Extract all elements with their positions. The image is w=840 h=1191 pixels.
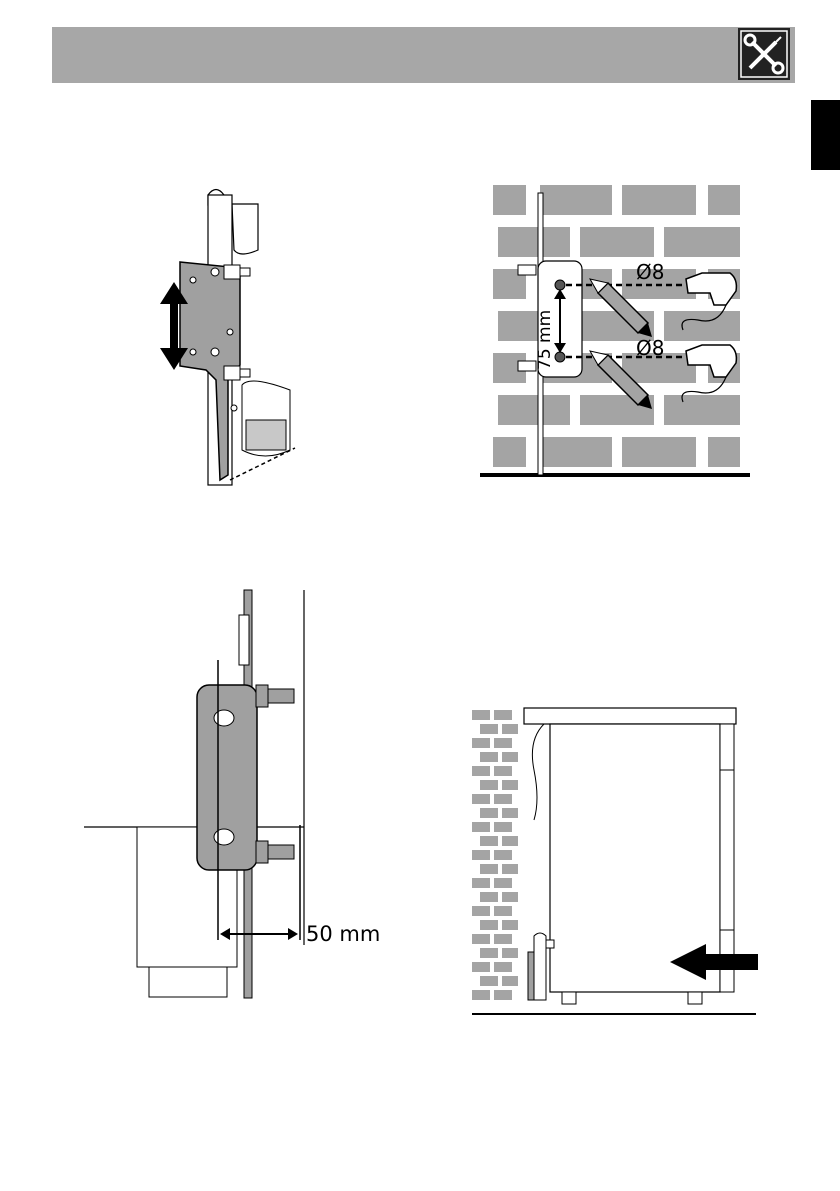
hole-diameter-top: Ø8: [636, 260, 664, 284]
hole-diameter-bottom: Ø8: [636, 336, 664, 360]
header-bar: [52, 27, 795, 83]
bracket-distance-illustration: [84, 585, 314, 1005]
appliance-slide-illustration: [470, 700, 770, 1020]
bracket-distance-label: 50 mm: [306, 922, 380, 946]
wall-drilling-illustration: Ø8 Ø8 75 mm: [478, 175, 758, 485]
wrench-screwdriver-icon: [738, 28, 790, 80]
language-tab: [811, 100, 840, 170]
bracket-adjust-illustration: [150, 180, 320, 490]
hole-spacing-label: 75 mm: [535, 310, 555, 370]
